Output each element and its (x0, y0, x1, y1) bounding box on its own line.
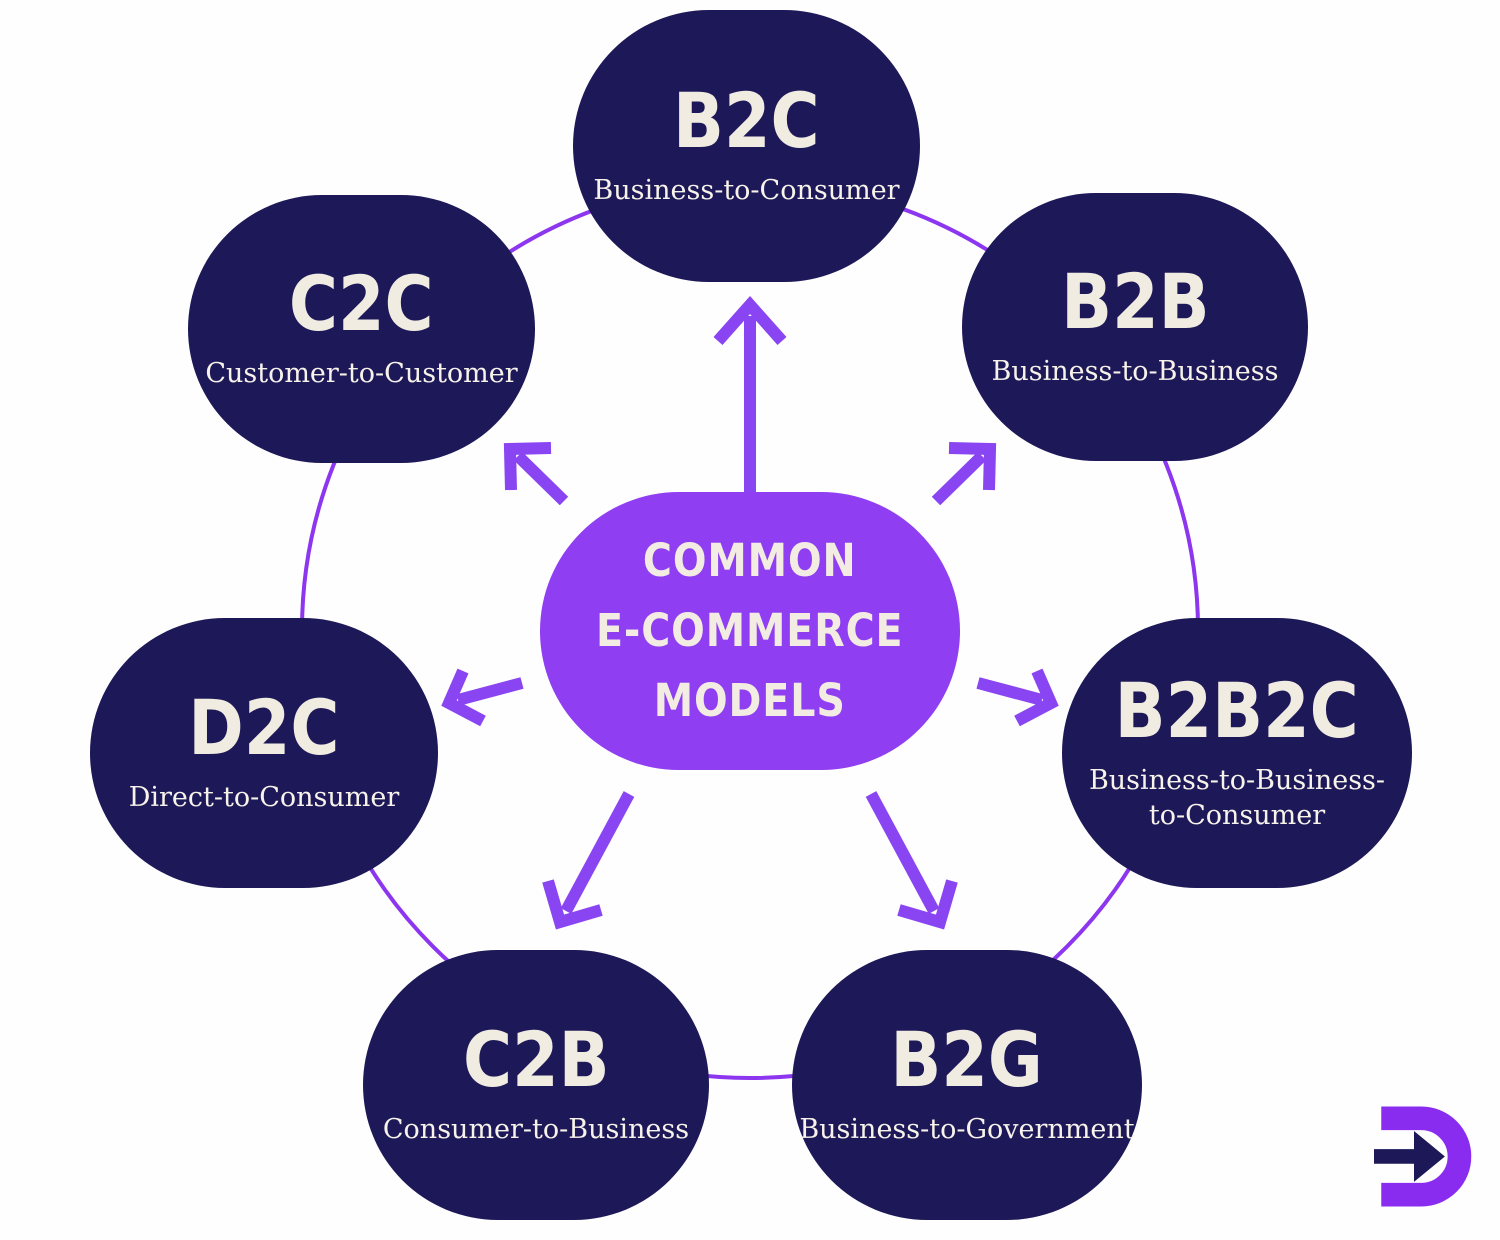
node-b2b-abbr: B2B (1060, 257, 1210, 347)
node-b2g: B2G Business-to-Government (792, 950, 1142, 1220)
node-b2g-label: Business-to-Government (799, 1114, 1135, 1146)
center-title: COMMON E-COMMERCE MODELS (596, 534, 904, 727)
center-title-bubble: COMMON E-COMMERCE MODELS (540, 492, 960, 770)
arrow-up-right-icon (931, 442, 997, 506)
arrow-up-left-icon (503, 442, 569, 506)
node-c2b: C2B Consumer-to-Business (363, 950, 709, 1220)
node-b2b2c-label: Business-to-Business- to-Consumer (1088, 764, 1386, 831)
arrow-right-icon (976, 668, 1059, 727)
node-b2b2c: B2B2C Business-to-Business- to-Consumer (1062, 618, 1412, 888)
node-b2c-abbr: B2C (673, 76, 820, 166)
node-d2c: D2C Direct-to-Consumer (90, 618, 438, 888)
node-b2c: B2C Business-to-Consumer (573, 10, 920, 282)
node-b2b2c-abbr: B2B2C (1114, 665, 1360, 755)
node-d2c-label: Direct-to-Consumer (128, 782, 400, 814)
node-c2c: C2C Customer-to-Customer (188, 195, 535, 463)
node-b2b: B2B Business-to-Business (962, 193, 1308, 461)
arrow-down-left-icon (542, 791, 635, 930)
node-d2c-abbr: D2C (188, 683, 340, 773)
node-c2c-abbr: C2C (289, 259, 434, 349)
node-b2g-abbr: B2G (890, 1015, 1044, 1105)
node-c2b-label: Consumer-to-Business (382, 1114, 690, 1146)
node-c2c-label: Customer-to-Customer (205, 358, 518, 390)
node-b2b-label: Business-to-Business (991, 356, 1279, 388)
arrow-left-icon (441, 668, 524, 727)
arrow-down-right-icon (865, 791, 958, 930)
node-c2b-abbr: C2B (462, 1015, 610, 1105)
node-b2c-label: Business-to-Consumer (593, 175, 900, 207)
brand-d-arrow-logo-icon (1374, 1106, 1472, 1207)
